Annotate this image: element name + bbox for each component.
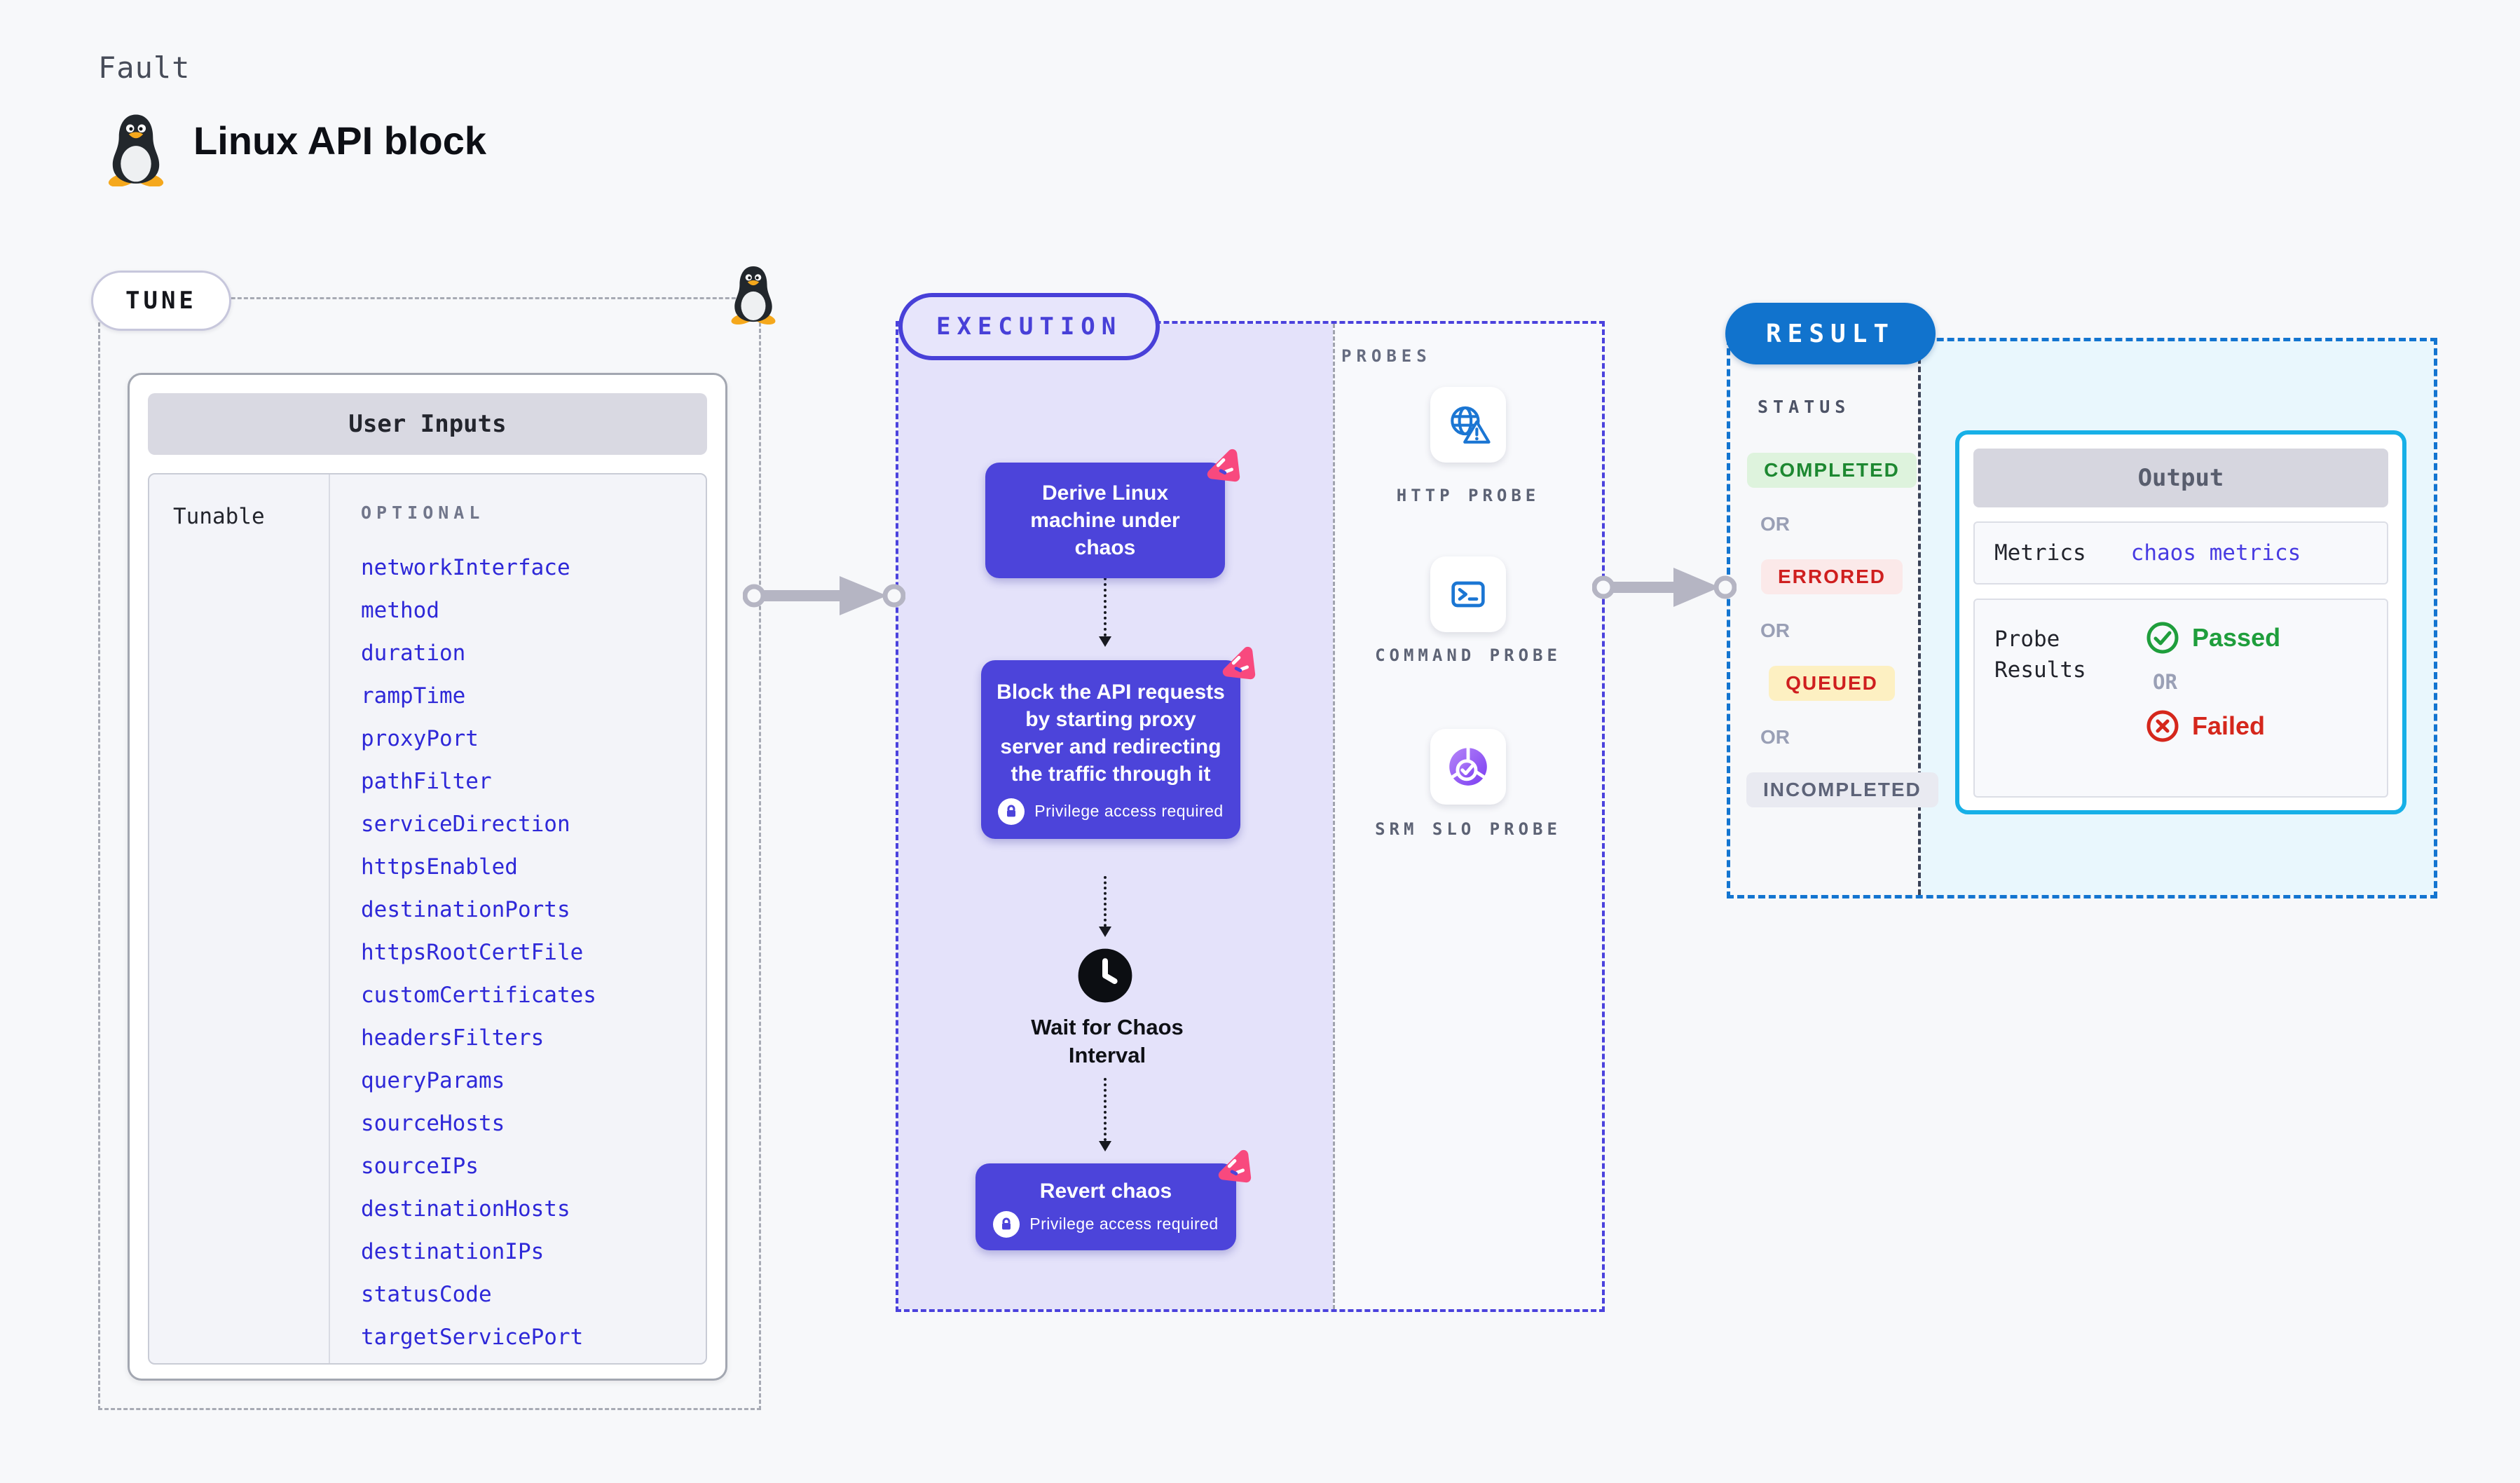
tune-section-box	[98, 297, 761, 1410]
status-badge-incompleted: INCOMPLETED	[1746, 772, 1938, 807]
tunable-link[interactable]: httpsRootCertFile	[361, 940, 584, 965]
tunable-link[interactable]: customCertificates	[361, 983, 596, 1008]
tunable-values-column: OPTIONAL networkInterface method duratio…	[330, 474, 706, 1363]
execution-badge: EXECUTION	[898, 293, 1160, 360]
tunable-link[interactable]: destinationIPs	[361, 1239, 545, 1264]
tunable-link[interactable]: method	[361, 598, 439, 623]
fault-kicker: Fault	[98, 50, 191, 85]
probe-results-values: Passed OR Failed	[2146, 600, 2280, 796]
tunable-link[interactable]: sourceHosts	[361, 1111, 505, 1136]
output-title: Output	[1973, 449, 2388, 507]
slo-gauge-icon	[1449, 746, 1487, 786]
result-divider	[1918, 341, 1921, 895]
http-probe-card	[1430, 387, 1506, 463]
or-label: OR	[1760, 726, 1790, 748]
tunable-link[interactable]: targetServicePort	[361, 1325, 584, 1350]
privilege-label: Privilege access required	[1034, 802, 1224, 820]
chaos-metrics-link[interactable]: chaos metrics	[2130, 540, 2301, 566]
status-badge-queued: QUEUED	[1769, 666, 1895, 701]
page-title: Linux API block	[193, 118, 486, 163]
tunable-link[interactable]: duration	[361, 641, 466, 666]
tunable-link[interactable]: proxyPort	[361, 726, 479, 751]
or-label: OR	[1760, 513, 1790, 535]
tunable-link[interactable]: networkInterface	[361, 555, 570, 580]
command-probe-label: COMMAND PROBE	[1375, 645, 1561, 665]
dotted-connector-icon	[1099, 1078, 1111, 1151]
status-badge-completed: COMPLETED	[1747, 453, 1917, 488]
or-label: OR	[1760, 620, 1790, 641]
lock-icon	[993, 1210, 1020, 1238]
tunable-link[interactable]: httpsEnabled	[361, 854, 518, 880]
privilege-label: Privilege access required	[1029, 1215, 1219, 1233]
metrics-row: Metrics chaos metrics	[1973, 521, 2388, 585]
clock-icon	[1078, 948, 1132, 1003]
tune-badge: TUNE	[91, 271, 231, 331]
flow-arrow-icon	[1592, 568, 1737, 607]
failed-row: Failed	[2146, 709, 2280, 743]
flow-node-revert-chaos: Revert chaos Privilege access required	[975, 1149, 1252, 1250]
flow-node-label: Revert chaos	[1039, 1180, 1172, 1203]
tunable-link[interactable]: serviceDirection	[361, 812, 570, 837]
tunable-link[interactable]: destinationHosts	[361, 1196, 570, 1222]
tunable-link[interactable]: pathFilter	[361, 769, 492, 794]
tunable-column-label: Tunable	[149, 474, 330, 1363]
http-probe-label: HTTP PROBE	[1396, 486, 1540, 505]
optional-header: OPTIONAL	[361, 503, 485, 523]
globe-warning-icon	[1451, 406, 1491, 444]
lock-icon	[998, 798, 1025, 825]
tunable-link[interactable]: rampTime	[361, 683, 466, 709]
user-inputs-card: User Inputs Tunable OPTIONAL networkInte…	[128, 373, 727, 1381]
tunable-link[interactable]: headersFilters	[361, 1025, 545, 1051]
failed-label: Failed	[2192, 711, 2266, 740]
flow-node-derive-machine: Derive Linux machine under chaos	[985, 449, 1240, 578]
command-probe-card	[1430, 556, 1506, 632]
terminal-icon	[1451, 581, 1485, 608]
tux-icon	[108, 114, 164, 186]
flow-arrow-icon	[743, 576, 905, 615]
tunable-link[interactable]: sourceIPs	[361, 1154, 479, 1179]
check-circle-icon	[2146, 622, 2179, 654]
metrics-label: Metrics	[1994, 540, 2086, 566]
chaos-icon	[1218, 1149, 1252, 1183]
tunable-link[interactable]: statusCode	[361, 1282, 492, 1307]
result-badge: RESULT	[1725, 303, 1936, 364]
passed-label: Passed	[2192, 623, 2281, 652]
probe-results-row: Probe Results Passed OR Faile	[1973, 599, 2388, 798]
output-card: Output Metrics chaos metrics Probe Resul…	[1955, 430, 2406, 814]
privilege-row: Privilege access required	[994, 798, 1228, 825]
x-circle-icon	[2146, 710, 2179, 742]
dotted-connector-icon	[1099, 578, 1111, 647]
flow-node-label: Block the API requests by starting proxy…	[997, 681, 1225, 786]
or-label: OR	[2153, 670, 2177, 694]
tunable-link[interactable]: queryParams	[361, 1068, 505, 1093]
srm-slo-probe-card	[1430, 729, 1506, 805]
flow-node-label: Derive Linux machine under chaos	[1030, 481, 1180, 559]
tunable-link[interactable]: destinationPorts	[361, 897, 570, 922]
user-inputs-table: Tunable OPTIONAL networkInterface method…	[148, 473, 707, 1365]
tux-icon-small	[731, 266, 776, 325]
status-label: STATUS	[1758, 397, 1851, 417]
privilege-row: Privilege access required	[988, 1210, 1224, 1238]
status-column	[1730, 341, 1918, 895]
user-inputs-title: User Inputs	[148, 393, 707, 455]
srm-slo-probe-label: SRM SLO PROBE	[1375, 819, 1561, 839]
passed-row: Passed	[2146, 621, 2280, 655]
flow-node-block-api: Block the API requests by starting proxy…	[981, 646, 1256, 839]
dotted-connector-icon	[1099, 876, 1111, 937]
probe-results-label: Probe Results	[1994, 627, 2086, 683]
chaos-icon	[1222, 646, 1256, 680]
wait-step-label: Wait for Chaos Interval	[1031, 1015, 1184, 1067]
status-badge-errored: ERRORED	[1760, 559, 1903, 594]
probes-label: PROBES	[1341, 346, 1432, 366]
probes-area	[1333, 324, 1602, 1309]
chaos-icon	[1207, 449, 1240, 482]
